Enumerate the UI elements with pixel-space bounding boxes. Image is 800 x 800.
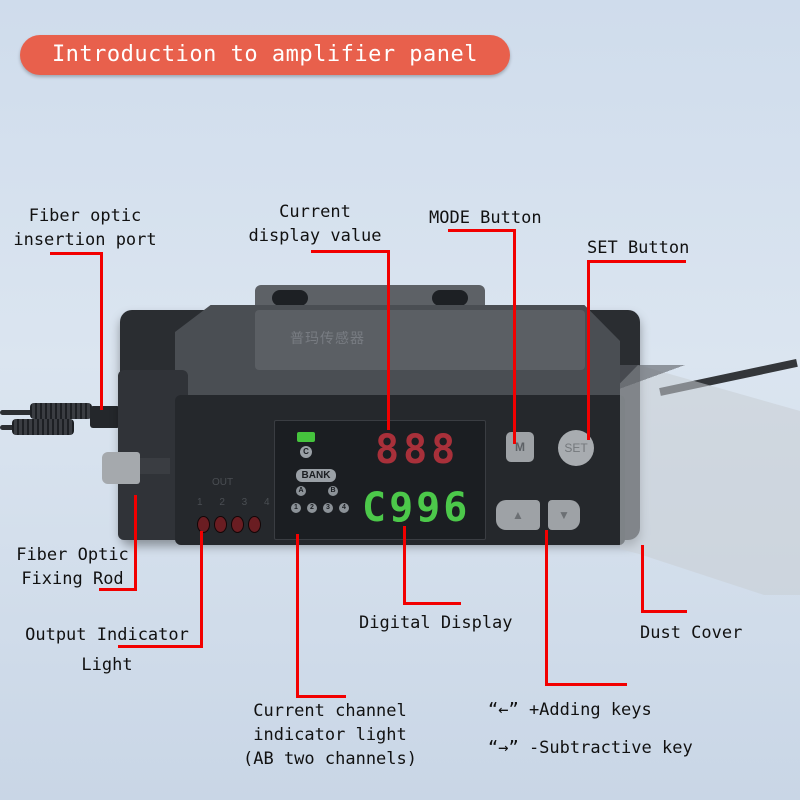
leader-set-v xyxy=(587,260,590,440)
label-fiber-port-line2: insertion port xyxy=(13,230,157,250)
output-led-2 xyxy=(214,516,227,533)
leader-dust-cover-v xyxy=(641,545,644,613)
fiber-cable-lower xyxy=(0,425,20,430)
dust-cover-edge xyxy=(620,365,800,595)
leader-keys-v xyxy=(545,530,548,686)
fiber-port-nut xyxy=(90,406,120,428)
out-numbers: 1 2 3 4 xyxy=(197,497,277,508)
status-led-green xyxy=(297,432,315,442)
leader-set-h xyxy=(587,260,686,263)
leader-output-h xyxy=(118,645,203,648)
leader-output-v xyxy=(200,531,203,648)
fiber-connector-upper xyxy=(30,403,92,419)
status-led-label: C xyxy=(300,446,312,458)
channel-indicator-2: 2 xyxy=(307,503,317,513)
label-fixing-rod-line1: Fiber Optic xyxy=(16,545,129,565)
current-value-display: 888 xyxy=(375,427,460,473)
fiber-connector-lower xyxy=(12,419,74,435)
label-output-indicator: Output Indicator Light xyxy=(12,620,202,680)
label-mode-button: MODE Button xyxy=(429,208,542,228)
leader-current-value-v xyxy=(387,250,390,430)
add-key-button[interactable]: ▲ xyxy=(496,500,540,530)
label-fiber-port: Fiber optic insertion port xyxy=(10,204,160,252)
label-fiber-port-line1: Fiber optic xyxy=(28,206,142,226)
leader-fixing-rod-h xyxy=(99,588,137,591)
leader-current-value-h xyxy=(311,250,389,253)
threshold-display: C996 xyxy=(362,485,471,531)
label-subtractive-key: “→” -Subtractive key xyxy=(488,738,693,758)
channel-indicator-3: 3 xyxy=(323,503,333,513)
bank-indicator-b: B xyxy=(328,486,338,496)
leader-fiber-port-v xyxy=(100,252,103,410)
label-channel-indicator: Current channel indicator light (AB two … xyxy=(230,699,430,771)
label-channel-indicator-line1: Current channel xyxy=(253,701,407,721)
label-channel-indicator-line3: (AB two channels) xyxy=(243,749,417,769)
fixing-rod-arm xyxy=(130,458,170,474)
lid-panel xyxy=(255,310,585,370)
watermark-text: 普玛传感器 xyxy=(290,331,365,347)
bank-indicator-a: A xyxy=(296,486,306,496)
leader-mode-h xyxy=(448,229,516,232)
mount-slot-left xyxy=(272,290,308,306)
leader-digital-display-h xyxy=(403,602,461,605)
label-adding-keys: “←” +Adding keys xyxy=(488,700,652,720)
leader-keys-h xyxy=(545,683,627,686)
label-output-indicator-line2: Light xyxy=(81,655,133,675)
label-fixing-rod-line2: Fixing Rod xyxy=(21,569,124,589)
label-current-value-line1: Current xyxy=(279,202,351,222)
channel-indicator-4: 4 xyxy=(339,503,349,513)
fiber-fixing-rod[interactable] xyxy=(102,452,140,484)
label-fixing-rod: Fiber Optic Fixing Rod xyxy=(5,543,140,591)
label-channel-indicator-line2: indicator light xyxy=(253,725,407,745)
label-current-value: Current display value xyxy=(240,200,390,248)
leader-channel-h xyxy=(296,695,346,698)
subtract-key-button[interactable]: ▼ xyxy=(548,500,580,530)
label-set-button: SET Button xyxy=(587,238,690,258)
leader-channel-v xyxy=(296,534,299,698)
bank-label: BANK xyxy=(296,469,336,482)
title-banner: Introduction to amplifier panel xyxy=(20,35,510,75)
label-output-indicator-line1: Output Indicator xyxy=(25,625,189,645)
leader-dust-cover-h xyxy=(641,610,687,613)
output-led-3 xyxy=(231,516,244,533)
leader-mode-v xyxy=(513,229,516,444)
output-led-1 xyxy=(197,516,210,533)
leader-digital-display-v xyxy=(403,526,406,605)
label-current-value-line2: display value xyxy=(248,226,382,246)
mode-button[interactable]: M xyxy=(506,432,534,462)
leader-fiber-port-h xyxy=(50,252,102,255)
out-label: OUT xyxy=(212,477,234,488)
leader-fixing-rod-v xyxy=(134,495,137,591)
label-digital-display: Digital Display xyxy=(359,613,513,633)
fiber-cable-upper xyxy=(0,410,40,415)
label-dust-cover: Dust Cover xyxy=(640,623,743,643)
channel-indicator-1: 1 xyxy=(291,503,301,513)
mount-slot-right xyxy=(432,290,468,306)
output-led-4 xyxy=(248,516,261,533)
